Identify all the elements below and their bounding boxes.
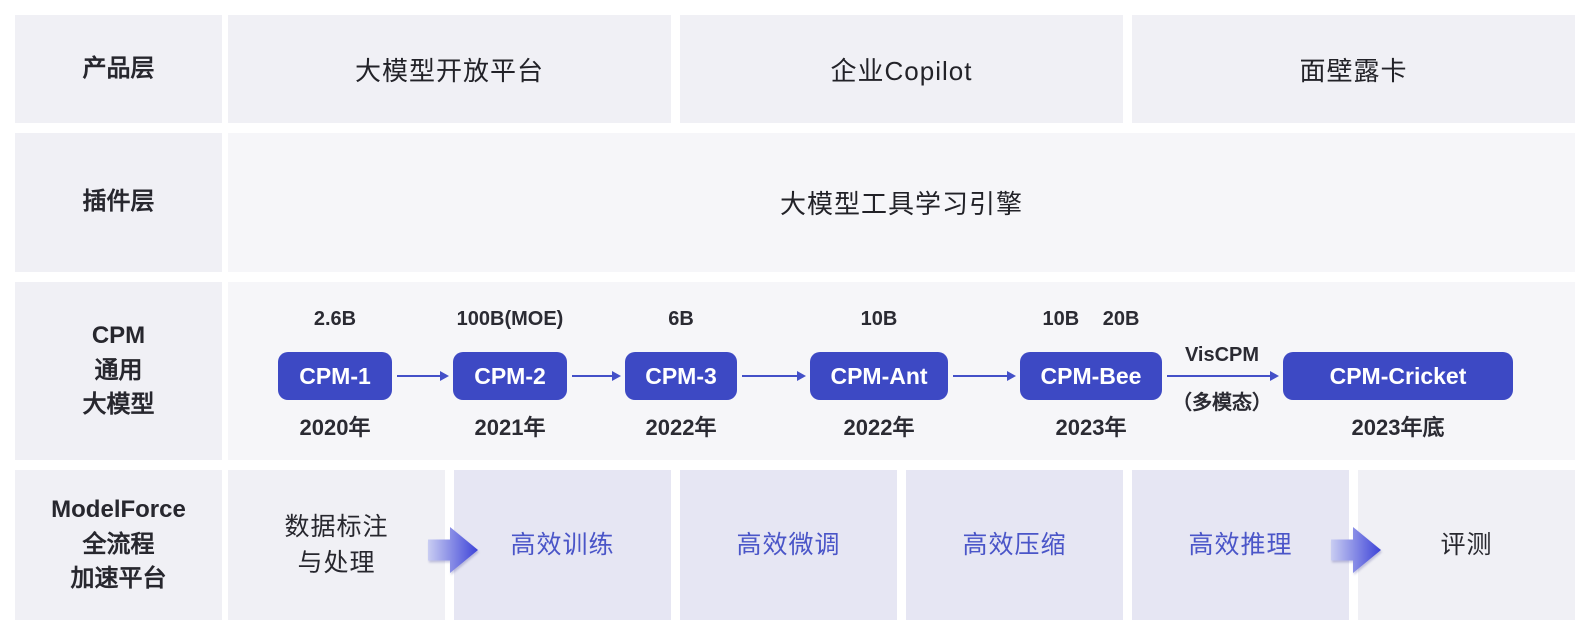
- cpm-1-node: CPM-1: [278, 352, 392, 400]
- cpm-2-size-label: 100B(MOE): [456, 308, 564, 330]
- block-arrow-inference-to-evaluation: [1331, 527, 1381, 573]
- tool-learning-engine-label: 大模型工具学习引擎: [779, 189, 1023, 219]
- cpm-ant-year-label: 2022年: [843, 415, 915, 440]
- cpm-cricket-node: CPM-Cricket: [1283, 352, 1513, 400]
- row-label-cpm-models: CPM 通用 大模型: [15, 282, 222, 460]
- cpm-ant-size-label: 10B: [860, 308, 898, 330]
- step-data-annotation-line1: 数据标注: [284, 512, 389, 541]
- modelforce-label-line1: ModelForce: [51, 495, 186, 523]
- step-data-annotation-line2: 与处理: [297, 549, 376, 577]
- step-efficient-finetuning: 高效微调: [680, 470, 897, 620]
- viscpm-label: VisCPM: [1184, 344, 1260, 366]
- step-efficient-finetuning-label: 高效微调: [736, 530, 841, 559]
- cpm-cricket-year-label: 2023年底: [1351, 415, 1445, 440]
- cpm-1-size-label: 2.6B: [313, 308, 357, 330]
- step-efficient-compression: 高效压缩: [906, 470, 1123, 620]
- cell-mianbi-luka: 面壁露卡: [1132, 15, 1575, 123]
- cpm-label-line3: 大模型: [82, 391, 155, 419]
- cell-open-platform: 大模型开放平台: [228, 15, 671, 123]
- cpm-2-year-label: 2021年: [474, 415, 546, 440]
- step-efficient-inference: 高效推理: [1132, 470, 1349, 620]
- cpm-bee-size-label: 10B 20B: [1042, 308, 1140, 330]
- plugin-layer-label: 插件层: [82, 188, 155, 216]
- cpm-1-year-label: 2020年: [299, 415, 371, 440]
- modelforce-label-line3: 加速平台: [70, 565, 167, 593]
- cpm-ant-node: CPM-Ant: [810, 352, 948, 400]
- step-evaluation: 评测: [1358, 470, 1575, 620]
- row-label-modelforce: ModelForce 全流程 加速平台: [15, 470, 222, 620]
- arrow-cpmant-to-cpmbee: [953, 371, 1016, 381]
- cpm-2-node: CPM-2: [453, 352, 567, 400]
- arrow-cpmbee-to-cpmcricket: [1167, 371, 1279, 381]
- row-label-product-layer: 产品层: [15, 15, 222, 123]
- step-data-annotation: 数据标注 与处理: [228, 470, 445, 620]
- arrow-cpm1-to-cpm2: [397, 371, 449, 381]
- step-evaluation-label: 评测: [1440, 530, 1493, 559]
- cell-enterprise-copilot: 企业Copilot: [680, 15, 1123, 123]
- open-platform-label: 大模型开放平台: [354, 55, 544, 86]
- cpm-label-line2: 通用: [94, 356, 143, 384]
- step-efficient-inference-label: 高效推理: [1188, 530, 1293, 559]
- viscpm-multimodal-label: （多模态）: [1172, 392, 1272, 414]
- step-efficient-compression-label: 高效压缩: [962, 530, 1067, 559]
- cell-tool-learning-engine: 大模型工具学习引擎: [228, 133, 1575, 272]
- arrow-cpm2-to-cpm3: [572, 371, 621, 381]
- step-efficient-training-label: 高效训练: [510, 530, 615, 559]
- block-arrow-annotation-to-training: [428, 527, 478, 573]
- cpm-3-year-label: 2022年: [645, 415, 717, 440]
- step-efficient-training: 高效训练: [454, 470, 671, 620]
- modelforce-label-line2: 全流程: [82, 530, 155, 558]
- cpm-label-line1: CPM: [91, 321, 146, 349]
- cpm-3-node: CPM-3: [625, 352, 737, 400]
- row-label-plugin-layer: 插件层: [15, 133, 222, 272]
- product-layer-label: 产品层: [82, 54, 155, 82]
- cpm-bee-year-label: 2023年: [1055, 415, 1127, 440]
- cpm-3-size-label: 6B: [668, 308, 694, 330]
- cpm-bee-node: CPM-Bee: [1020, 352, 1162, 400]
- arrow-cpm3-to-cpmant: [742, 371, 806, 381]
- enterprise-copilot-label: 企业Copilot: [830, 55, 973, 86]
- mianbi-luka-label: 面壁露卡: [1299, 55, 1408, 86]
